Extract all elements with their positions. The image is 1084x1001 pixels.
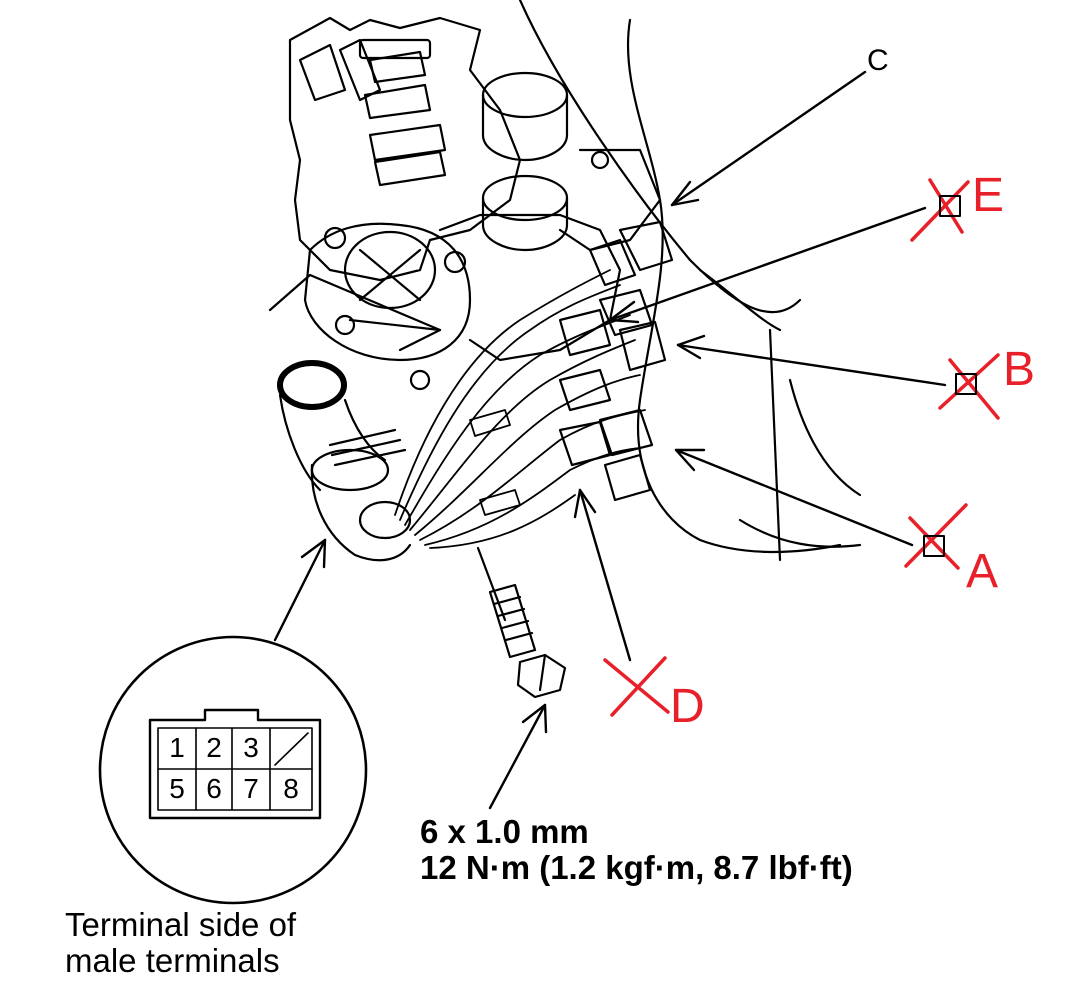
pin-8: 8 [283,773,299,804]
red-markup [603,178,1000,717]
callout-e: E [972,169,1005,222]
arrow-bolt [488,703,547,810]
pin-1: 1 [169,732,185,763]
arrow-d [578,488,632,662]
callout-c: C [867,44,889,77]
cross-b [938,353,1000,420]
wiring-harness [394,269,646,549]
blank-terminal [274,732,309,766]
pin-3: 3 [243,732,259,763]
arrow-e [608,206,927,322]
callout-d: D [670,680,705,733]
callout-a: A [966,545,999,598]
housing-outline [518,0,862,562]
bolt-torque: 12 N·m (1.2 kgf·m, 8.7 lbf·ft) [420,849,853,886]
cross-d [603,656,670,717]
arrow-a [674,448,914,547]
mounting-bolt [476,546,567,699]
arrow-b [676,343,947,387]
pin-6: 6 [206,773,222,804]
valve-body [288,16,662,391]
pin-5: 5 [169,773,185,804]
callout-b: B [1003,343,1036,396]
arrow-c [670,70,867,207]
pin-2: 2 [206,732,222,763]
caption-line-1: Terminal side of [65,906,297,943]
leader-arrows [273,70,947,810]
caption-line-2: male terminals [65,942,280,979]
valve-plugs [481,71,569,252]
solenoid-connectors [558,220,674,502]
arrow-magnify [273,538,327,642]
solenoid-body [268,273,442,562]
bolt-size: 6 x 1.0 mm [420,813,589,850]
connector-magnifier [98,635,368,905]
pin-7: 7 [243,773,259,804]
